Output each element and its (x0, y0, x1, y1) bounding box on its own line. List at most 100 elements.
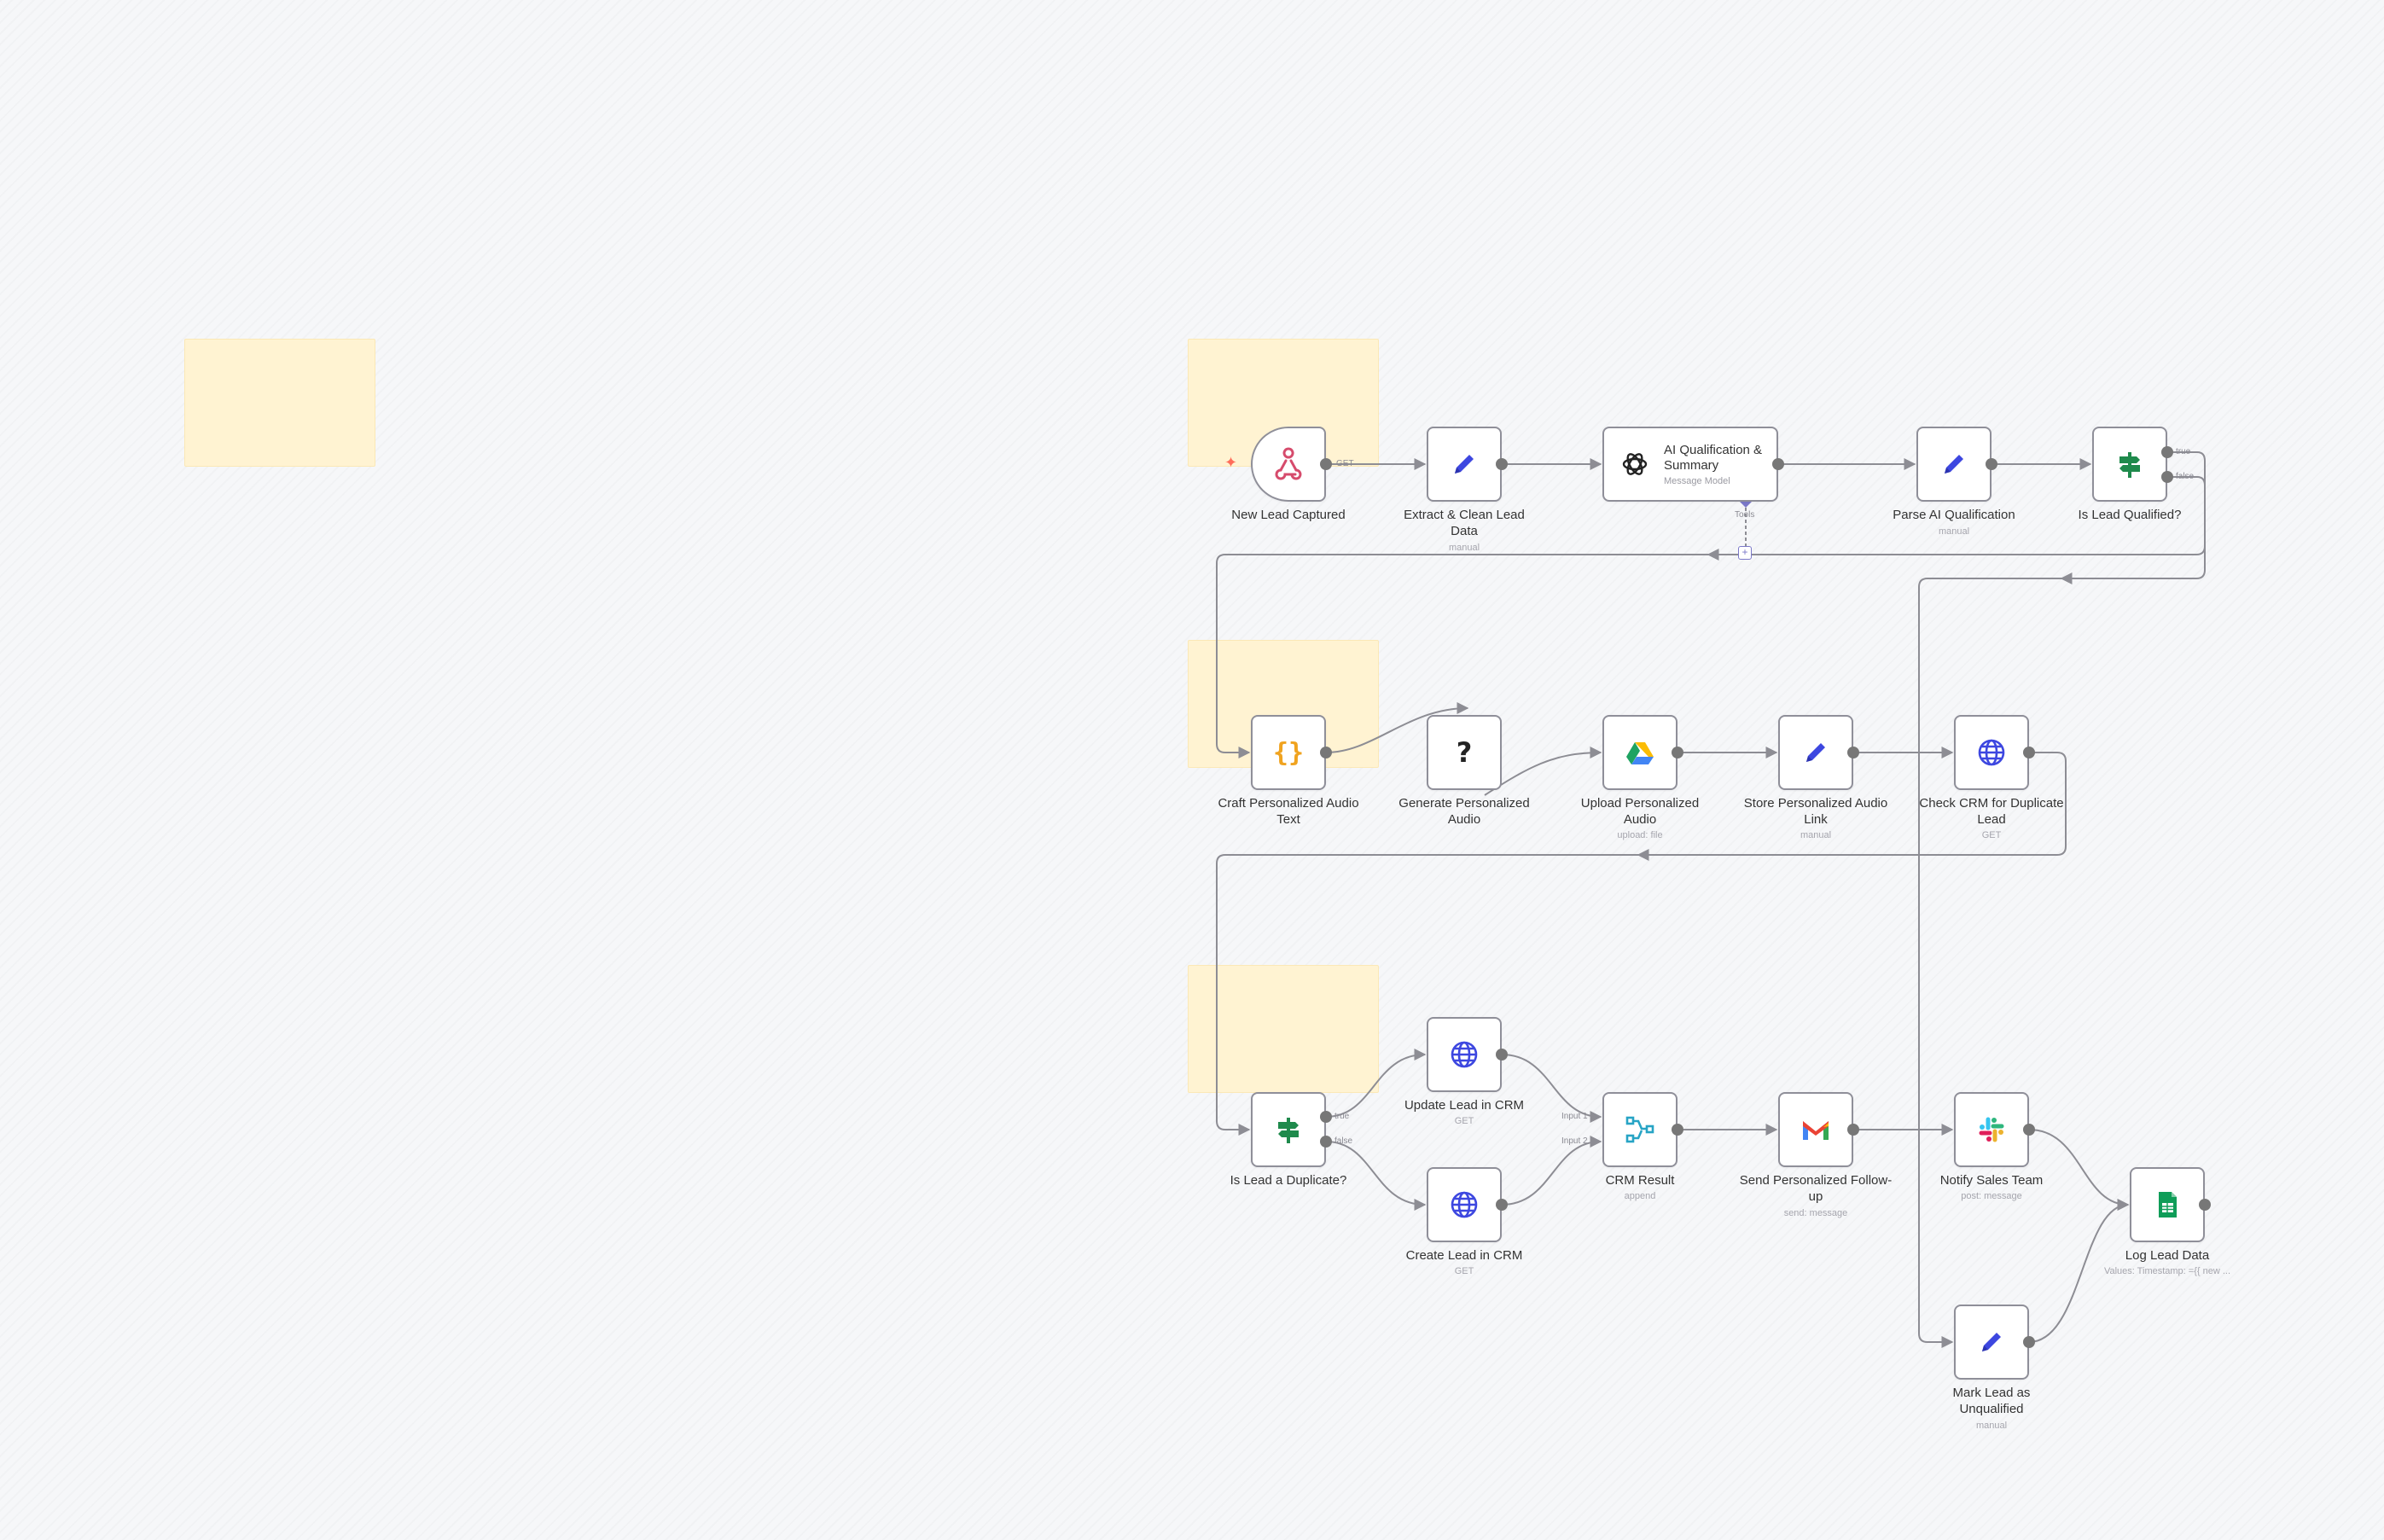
node-label: AI Qualification & Summary (1664, 442, 1763, 473)
add-tool-button[interactable]: + (1738, 546, 1752, 560)
node-new-lead-captured[interactable] (1251, 427, 1326, 502)
output-connector[interactable] (1847, 747, 1859, 758)
google-drive-icon (1623, 735, 1657, 770)
node-subtitle: GET (1454, 1266, 1474, 1276)
sticky-note[interactable] (1188, 965, 1379, 1093)
port-label: GET (1336, 459, 1354, 468)
node-label: Update Lead in CRM (1404, 1098, 1525, 1113)
port-label: Input 2 (1561, 1136, 1588, 1146)
node-label: Extract & Clean Lead Data (1404, 508, 1525, 538)
node-label: Notify Sales Team (1939, 1173, 2044, 1188)
node-subtitle: GET (1454, 1116, 1474, 1126)
node-send-personalized-followup[interactable] (1778, 1092, 1853, 1167)
node-notify-sales-team[interactable] (1954, 1092, 2029, 1167)
node-subtitle: Values: Timestamp: ={{ new ... (2103, 1266, 2231, 1276)
trigger-spark-icon: ✦ (1224, 454, 1238, 471)
port-label: Input 1 (1561, 1112, 1588, 1121)
edge (2028, 1199, 2130, 1343)
output-connector-true[interactable] (1320, 1111, 1332, 1123)
sticky-note[interactable] (184, 339, 375, 467)
node-subtitle: send: message (1783, 1208, 1848, 1218)
port-label: true (1334, 1112, 1350, 1121)
node-mark-lead-unqualified[interactable] (1954, 1305, 2029, 1380)
node-label: CRM Result (1605, 1173, 1675, 1188)
port-label: false (1334, 1136, 1353, 1146)
output-connector[interactable] (2023, 1336, 2035, 1348)
output-connector[interactable] (1496, 1199, 1508, 1211)
node-label: Store Personalized Audio Link (1743, 796, 1888, 827)
node-store-personalized-audio-link[interactable] (1778, 715, 1853, 790)
tools-label: Tools (1735, 510, 1755, 520)
output-connector[interactable] (2199, 1199, 2211, 1211)
node-check-crm-duplicate[interactable] (1954, 715, 2029, 790)
node-subtitle: manual (1975, 1421, 2008, 1431)
edge-false (1325, 1141, 1427, 1211)
node-subtitle: GET (1981, 830, 2002, 840)
node-label: Is Lead Qualified? (2078, 508, 2182, 522)
node-label: Parse AI Qualification (1893, 508, 2015, 522)
node-label: Upload Personalized Audio (1580, 796, 1700, 827)
node-label: Send Personalized Follow-up (1739, 1173, 1893, 1204)
node-upload-personalized-audio[interactable] (1602, 715, 1678, 790)
port-label: true (2176, 447, 2191, 456)
edge (2028, 1129, 2130, 1211)
slack-icon (1974, 1113, 2009, 1147)
node-subtitle: upload: file (1617, 830, 1663, 840)
output-connector[interactable] (2023, 747, 2035, 758)
output-connector[interactable] (1672, 747, 1683, 758)
node-extract-clean-lead-data[interactable] (1427, 427, 1502, 502)
node-subtitle: post: message (1961, 1191, 2022, 1201)
pencil-icon (1937, 447, 1971, 481)
node-ai-qualification-summary[interactable]: AI Qualification & Summary Message Model (1602, 427, 1778, 502)
gmail-icon (1799, 1113, 1833, 1147)
node-crm-result[interactable] (1602, 1092, 1678, 1167)
output-connector[interactable] (1496, 458, 1508, 470)
output-connector[interactable] (1320, 747, 1332, 758)
output-connector[interactable] (1986, 458, 1997, 470)
node-parse-ai-qualification[interactable] (1916, 427, 1992, 502)
edge (1501, 1136, 1602, 1206)
node-subtitle: manual (1800, 830, 1832, 840)
node-is-lead-qualified[interactable] (2092, 427, 2167, 502)
node-update-lead-crm[interactable] (1427, 1017, 1502, 1092)
node-label: Is Lead a Duplicate? (1230, 1173, 1347, 1188)
node-subtitle: manual (1448, 543, 1480, 553)
pencil-icon (1447, 447, 1481, 481)
output-connector[interactable] (1672, 1124, 1683, 1136)
output-connector[interactable] (2023, 1124, 2035, 1136)
edge (1484, 747, 1602, 796)
node-label: Generate Personalized Audio (1398, 796, 1530, 827)
google-sheets-icon (2150, 1188, 2184, 1222)
question-icon: ? (1456, 736, 1473, 769)
pencil-icon (1974, 1325, 2009, 1359)
signpost-icon (1271, 1113, 1305, 1147)
pencil-icon (1799, 735, 1833, 770)
node-create-lead-crm[interactable] (1427, 1167, 1502, 1242)
node-is-lead-duplicate[interactable] (1251, 1092, 1326, 1167)
output-connector[interactable] (1320, 458, 1332, 470)
output-connector[interactable] (1772, 458, 1784, 470)
node-label: Mark Lead as Unqualified (1952, 1386, 2031, 1416)
node-subtitle: Message Model (1664, 475, 1730, 486)
node-generate-personalized-audio[interactable]: ? (1427, 715, 1502, 790)
output-connector[interactable] (1847, 1124, 1859, 1136)
output-connector-true[interactable] (2161, 446, 2173, 458)
node-subtitle: manual (1938, 526, 1970, 537)
node-label: Craft Personalized Audio Text (1218, 796, 1359, 827)
edge-true (1325, 1049, 1427, 1118)
node-label: Log Lead Data (2125, 1248, 2210, 1263)
output-connector[interactable] (1496, 1049, 1508, 1061)
node-log-lead-data[interactable] (2130, 1167, 2205, 1242)
webhook-icon (1271, 447, 1305, 481)
node-label: Check CRM for Duplicate Lead (1919, 796, 2064, 827)
node-craft-personalized-audio-text[interactable]: {} (1251, 715, 1326, 790)
output-connector-false[interactable] (1320, 1136, 1332, 1148)
node-subtitle: append (1624, 1191, 1656, 1201)
output-connector-false[interactable] (2161, 471, 2173, 483)
edge (1325, 702, 1469, 753)
node-label: Create Lead in CRM (1405, 1248, 1523, 1263)
globe-icon (1447, 1037, 1481, 1072)
merge-icon (1623, 1113, 1657, 1147)
edge (1501, 1054, 1602, 1123)
